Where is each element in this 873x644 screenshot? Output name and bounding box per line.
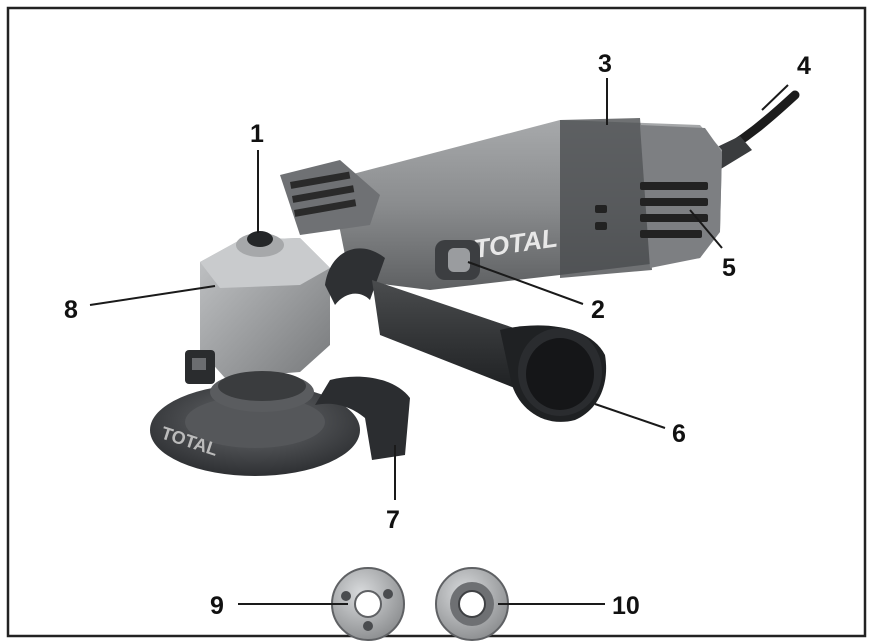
front-vent-grille bbox=[280, 160, 380, 235]
leader-lines bbox=[89, 78, 789, 605]
callout-7: 7 bbox=[386, 506, 400, 534]
callout-6: 6 bbox=[672, 420, 686, 448]
callout-9: 9 bbox=[210, 592, 224, 620]
on-off-switch bbox=[435, 240, 480, 280]
auxiliary-handle bbox=[325, 248, 607, 422]
wheel-guard bbox=[315, 376, 410, 460]
callout-2: 2 bbox=[591, 296, 605, 324]
callout-8: 8 bbox=[64, 296, 78, 324]
leader-5 bbox=[689, 209, 723, 249]
rear-end-cap bbox=[640, 125, 722, 268]
frame-border bbox=[6, 6, 867, 638]
rear-grip-band bbox=[560, 118, 652, 278]
inner-flange-illustration bbox=[435, 567, 509, 641]
leader-8 bbox=[89, 285, 216, 306]
callout-labels: 1 2 3 4 5 6 7 8 9 10 bbox=[64, 50, 811, 620]
angle-grinder-illustration: TOTAL TOTAL bbox=[150, 90, 800, 476]
callout-5: 5 bbox=[722, 254, 736, 282]
callout-4: 4 bbox=[797, 52, 811, 80]
spindle-lock-button bbox=[236, 231, 284, 257]
callout-3: 3 bbox=[598, 50, 612, 78]
ventilation-slots bbox=[595, 182, 708, 238]
callout-1: 1 bbox=[250, 120, 264, 148]
leader-4 bbox=[761, 84, 789, 111]
outer-flange-illustration bbox=[331, 567, 405, 641]
callout-10: 10 bbox=[612, 592, 640, 620]
leader-6 bbox=[594, 403, 666, 429]
leader-2 bbox=[467, 261, 584, 305]
